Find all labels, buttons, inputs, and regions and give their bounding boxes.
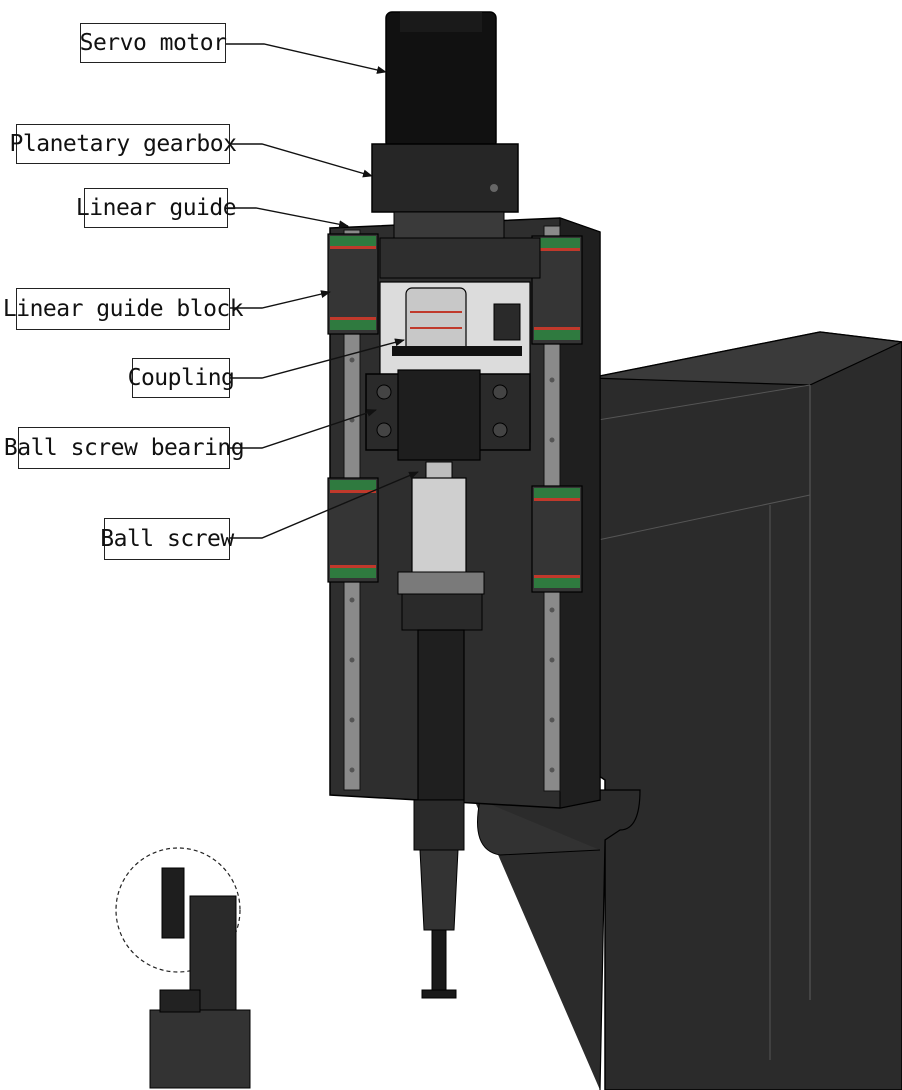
servo-motor-body xyxy=(385,11,497,149)
label-ball-screw-bearing: Ball screw bearing xyxy=(4,427,245,469)
label-coupling: Coupling xyxy=(128,358,235,398)
press-overview-inset xyxy=(115,847,251,1089)
label-ball-screw: Ball screw xyxy=(100,518,234,560)
ball-screw-bearing-housing xyxy=(365,369,531,461)
ball-screw-shaft xyxy=(397,461,485,801)
label-servo-motor: Servo motor xyxy=(80,23,227,63)
tool-head xyxy=(413,799,465,999)
planetary-gearbox-body xyxy=(371,143,541,279)
label-planetary-gearbox: Planetary gearbox xyxy=(10,124,237,164)
leader-linear-guide-block xyxy=(230,290,331,309)
leader-servo-motor xyxy=(226,43,387,74)
linear-guide-blocks xyxy=(327,233,583,593)
label-linear-guide: Linear guide xyxy=(76,188,237,228)
leader-planetary-gearbox xyxy=(230,143,373,178)
press-frame xyxy=(470,331,902,1090)
leader-coupling xyxy=(230,338,405,379)
leader-arrows xyxy=(226,43,419,539)
leader-ball-screw xyxy=(230,471,419,539)
leader-linear-guide xyxy=(228,207,349,229)
label-linear-guide-block: Linear guide block xyxy=(3,288,244,330)
leader-ball-screw-bearing xyxy=(230,409,377,449)
